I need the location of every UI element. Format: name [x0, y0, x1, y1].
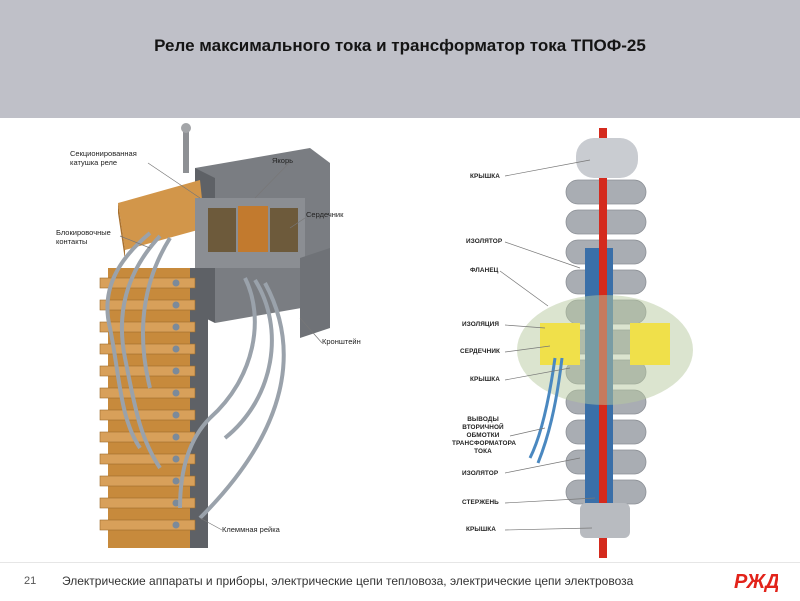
label-rod: СТЕРЖЕНЬ [462, 499, 499, 506]
label-terminal: Клеммная рейка [222, 525, 280, 534]
footer: 21 Электрические аппараты и приборы, эле… [0, 562, 800, 601]
label-insulator-bottom: ИЗОЛЯТОР [462, 470, 499, 477]
label-coil: Секционированная катушка реле [70, 149, 137, 167]
svg-text:РЖД: РЖД [734, 571, 778, 593]
transformer-illustration [517, 128, 693, 558]
label-bracket: Кронштейн [322, 337, 361, 346]
footer-text: Электрические аппараты и приборы, электр… [62, 574, 634, 588]
label-core-right: СЕРДЕЧНИК [460, 348, 501, 355]
label-armature: Якорь [272, 156, 294, 165]
label-contacts: Блокировочные контакты [56, 228, 111, 246]
header-band [0, 0, 800, 118]
figure-area: Секционированная катушка реле Якорь Серд… [0, 118, 800, 558]
label-insulation: ИЗОЛЯЦИЯ [462, 321, 500, 328]
label-cover-mid: КРЫШКА [470, 376, 500, 383]
relay-illustration [99, 123, 693, 558]
slide-title: Реле максимального тока и трансформатор … [154, 36, 646, 55]
label-flange: ФЛАНЕЦ [470, 267, 499, 274]
label-core: Сердечник [306, 210, 344, 219]
rzd-logo-icon: РЖД [734, 571, 778, 593]
page-number: 21 [24, 575, 37, 587]
label-leads: ВЫВОДЫ ВТОРИЧНОЙ ОБМОТКИ ТРАНСФОРМАТОРА … [452, 416, 517, 455]
label-cover-bottom: КРЫШКА [466, 526, 496, 533]
label-insulator-top: ИЗОЛЯТОР [466, 238, 503, 245]
label-cover-top: КРЫШКА [470, 173, 500, 180]
